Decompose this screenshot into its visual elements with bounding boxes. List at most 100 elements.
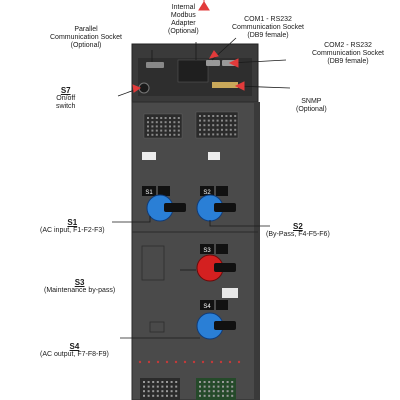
s7-tag: S7 xyxy=(60,86,71,95)
s1-label: S1 (AC input, F1-F2-F3) xyxy=(40,218,105,235)
vent-hole xyxy=(203,390,206,393)
vent-grid-left xyxy=(143,113,183,139)
vent-hole xyxy=(166,381,168,383)
vent-hole xyxy=(169,133,171,136)
s7-line1: On/off xyxy=(56,95,76,102)
vent-hole xyxy=(212,385,215,388)
s3-handle xyxy=(214,263,236,272)
vent-hole xyxy=(156,385,159,388)
vent-hole xyxy=(151,117,154,119)
s2-connector xyxy=(209,220,270,227)
vent-hole xyxy=(152,394,155,397)
vent-hole xyxy=(156,390,159,393)
modbus-line3: Adapter xyxy=(171,20,196,27)
vent-hole xyxy=(229,124,232,127)
vent-hole xyxy=(221,124,223,127)
com1-label: COM1 - RS232 Communication Socket (DB9 f… xyxy=(232,16,304,40)
vent-hole xyxy=(217,390,220,393)
s2-tag-box xyxy=(200,186,214,196)
vent-hole xyxy=(216,133,219,136)
vent-hole xyxy=(221,115,223,117)
vent-hole xyxy=(212,390,215,393)
vent-hole xyxy=(199,381,201,383)
vent-hole xyxy=(217,385,220,388)
vent-hole xyxy=(156,394,159,397)
vent-hole xyxy=(151,133,154,136)
vent-hole xyxy=(199,385,201,388)
com1-line2: Communication Socket xyxy=(232,24,304,31)
s1-line1: (AC input, F1-F2-F3) xyxy=(40,227,105,234)
com1-line3: (DB9 female) xyxy=(247,32,289,39)
parallel-label: Parallel Communication Socket (Optional) xyxy=(50,26,122,50)
s1-tag-box xyxy=(142,186,156,196)
com1-arrow xyxy=(208,50,219,59)
vent-hole xyxy=(222,381,224,383)
s2-line1: (By-Pass, F4-F5-F6) xyxy=(266,231,330,238)
s4-sticker xyxy=(216,300,228,310)
vent-hole xyxy=(222,394,224,397)
vent-hole xyxy=(166,394,168,397)
vent-hole xyxy=(226,381,229,383)
vent-hole xyxy=(212,119,215,122)
bottom-vent-holes xyxy=(143,381,234,397)
led-dot xyxy=(156,360,160,364)
vent-hole xyxy=(155,121,158,124)
vent-hole xyxy=(199,390,201,393)
vent-hole xyxy=(143,385,145,388)
vent-hole xyxy=(221,128,223,131)
vent-hole xyxy=(199,128,201,131)
vent-hole xyxy=(212,115,215,117)
modbus-slot xyxy=(177,59,209,83)
vent-hole xyxy=(203,115,206,117)
s4-tag-label: S4 xyxy=(203,304,211,310)
s3-line1: (Maintenance by-pass) xyxy=(44,287,116,294)
warning-sticker xyxy=(222,288,238,298)
vent-hole xyxy=(208,394,211,397)
vent-hole xyxy=(212,133,215,136)
s1-tag: S1 xyxy=(67,218,78,227)
vent-hole xyxy=(151,129,154,132)
vent-hole xyxy=(199,119,201,122)
vent-hole xyxy=(231,385,234,388)
vent-hole xyxy=(225,124,228,127)
vent-hole xyxy=(221,119,223,122)
vent-hole xyxy=(226,390,229,393)
warning-sticker xyxy=(208,152,220,160)
vent-hole xyxy=(229,128,232,131)
vent-hole xyxy=(170,381,173,383)
com2-label: COM2 - RS232 Communication Socket (DB9 f… xyxy=(312,42,384,66)
vent-hole xyxy=(222,385,224,388)
vent-hole xyxy=(152,385,155,388)
vent-hole xyxy=(160,125,163,128)
vent-hole xyxy=(160,129,163,132)
s7-label: S7 On/off switch xyxy=(56,86,75,111)
vent-hole xyxy=(175,385,178,388)
vent-hole xyxy=(143,381,145,383)
vent-hole xyxy=(170,390,173,393)
vent-hole xyxy=(221,133,223,136)
s7-line2: switch xyxy=(56,103,76,110)
modbus-label: Internal Modbus Adapter (Optional) xyxy=(168,4,199,36)
vent-hole xyxy=(216,119,219,122)
vent-hole xyxy=(225,133,228,136)
vent-hole xyxy=(203,133,206,136)
vent-hole xyxy=(152,381,155,383)
vent-hole xyxy=(231,390,234,393)
vent-hole xyxy=(234,128,237,131)
vent-hole xyxy=(169,117,171,119)
vent-hole xyxy=(199,115,201,117)
vent-hole xyxy=(147,133,149,136)
s4-tag-box xyxy=(200,300,214,310)
vent-hole xyxy=(212,381,215,383)
left-recess xyxy=(141,245,165,281)
vent-hole xyxy=(161,390,164,393)
modbus-line1: Internal xyxy=(171,4,196,11)
vent-hole xyxy=(155,129,158,132)
terminal-strip xyxy=(212,82,238,88)
vent-hole xyxy=(229,119,232,122)
bottom-vents xyxy=(140,378,236,400)
vent-hole xyxy=(147,125,149,128)
vent-hole xyxy=(234,119,237,122)
vent-hole xyxy=(208,381,211,383)
